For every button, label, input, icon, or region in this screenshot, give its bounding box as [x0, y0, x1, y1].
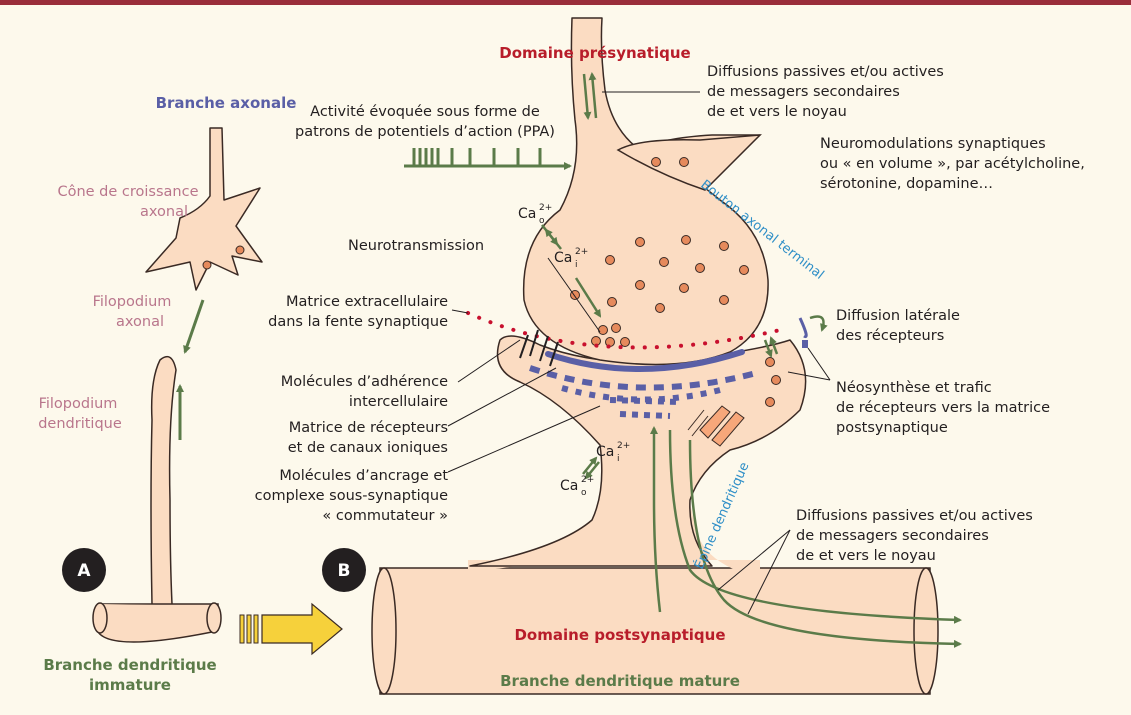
label-domaine-post: Domaine postsynaptique [514, 626, 725, 644]
transition-arrow [240, 604, 342, 654]
label-ancrage-1: Molécules d’ancrage et [279, 468, 448, 484]
label-matrice-ext-1: Matrice extracellulaire [286, 294, 448, 310]
svg-text:o: o [539, 216, 545, 226]
label-diff-bot-3: de et vers le noyau [796, 548, 936, 564]
label-ancrage-3: « commutateur » [322, 508, 448, 524]
label-neuromod-3: sérotonine, dopamine… [820, 176, 993, 192]
label-diff-lat-1: Diffusion latérale [836, 308, 960, 324]
label-activite-2: patrons de potentiels d’action (PPA) [295, 124, 555, 140]
badge-b: B [322, 548, 366, 592]
label-activite-1: Activité évoquée sous forme de [310, 104, 540, 120]
label-neuromod-2: ou « en volume », par acétylcholine, [820, 156, 1085, 172]
label-domaine-pre: Domaine présynatique [499, 44, 690, 62]
svg-text:2+: 2+ [575, 247, 588, 257]
label-immature-2: immature [89, 676, 171, 694]
label-diff-lat-2: des récepteurs [836, 328, 944, 344]
svg-text:Ca: Ca [560, 478, 578, 494]
label-ancrage-2: complexe sous-synaptique [255, 488, 448, 504]
label-matrice-rec-2: et de canaux ioniques [288, 440, 448, 456]
label-filo-dend-2: dendritique [38, 416, 122, 432]
svg-text:2+: 2+ [581, 475, 594, 485]
label-neosynthese-3: postsynaptique [836, 420, 948, 436]
label-neurotransmission: Neurotransmission [348, 238, 484, 254]
label-diff-bot-2: de messagers secondaires [796, 528, 989, 544]
svg-text:Ca: Ca [596, 444, 614, 460]
svg-text:Ca: Ca [554, 250, 572, 266]
badge-b-label: B [338, 561, 351, 581]
ca-out-bottom: Ca 2+ o [560, 475, 594, 498]
label-immature-1: Branche dendritique [43, 656, 216, 674]
label-branche-axonale: Branche axonale [156, 94, 297, 112]
svg-text:2+: 2+ [617, 441, 630, 451]
label-branche-mature: Branche dendritique mature [500, 672, 740, 690]
label-matrice-rec-1: Matrice de récepteurs [289, 420, 448, 436]
label-diff-top-3: de et vers le noyau [707, 104, 847, 120]
svg-text:i: i [617, 454, 620, 464]
badge-a: A [62, 548, 106, 592]
label-neosynthese-1: Néosynthèse et trafic [836, 380, 992, 396]
badge-a-label: A [77, 561, 91, 581]
label-cone-1: Cône de croissance [57, 184, 198, 200]
label-filo-dend-1: Filopodium [39, 396, 118, 412]
svg-text:Ca: Ca [518, 206, 536, 222]
label-matrice-ext-2: dans la fente synaptique [268, 314, 448, 330]
activity-spike-train [404, 148, 570, 166]
label-filo-ax-1: Filopodium [93, 294, 172, 310]
label-filo-ax-2: axonal [116, 314, 164, 330]
svg-text:i: i [575, 260, 578, 270]
label-adhesion-2: intercellulaire [349, 394, 448, 410]
label-neuromod-1: Neuromodulations synaptiques [820, 136, 1046, 152]
label-diff-top-1: Diffusions passives et/ou actives [707, 64, 944, 80]
svg-text:o: o [581, 488, 587, 498]
label-diff-top-2: de messagers secondaires [707, 84, 900, 100]
svg-text:2+: 2+ [539, 203, 552, 213]
label-cone-2: axonal [140, 204, 188, 220]
label-adhesion-1: Molécules d’adhérence [281, 374, 448, 390]
label-diff-bot-1: Diffusions passives et/ou actives [796, 508, 1033, 524]
label-neosynthese-2: de récepteurs vers la matrice [836, 400, 1050, 416]
